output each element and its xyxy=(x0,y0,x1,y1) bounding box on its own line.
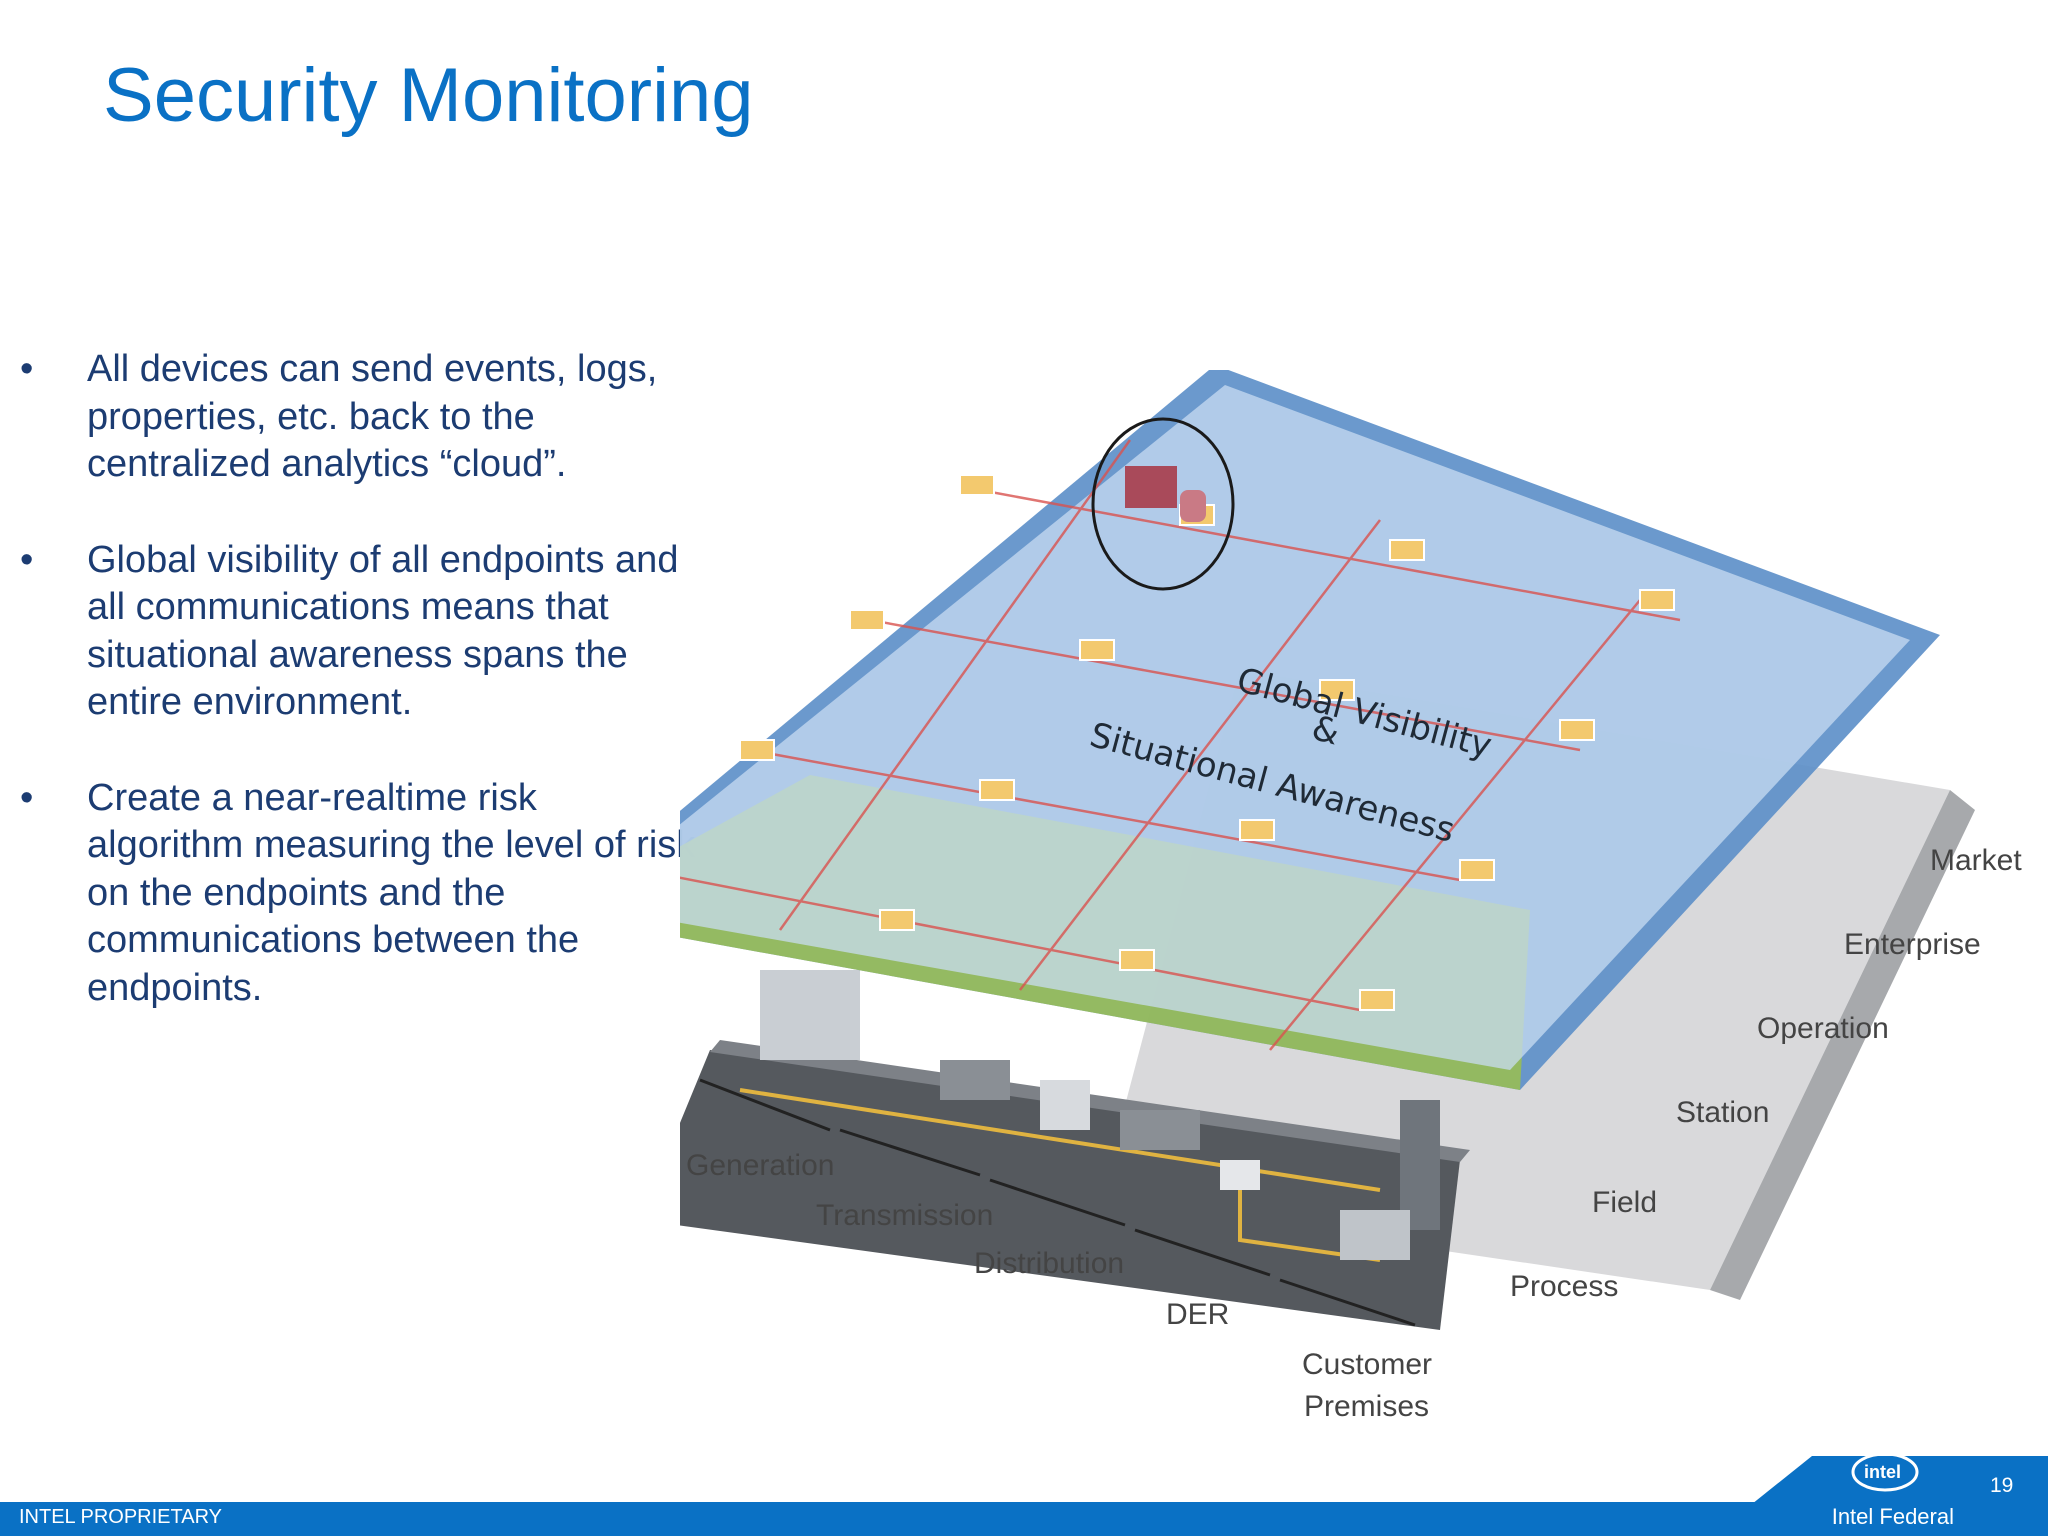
ground-wire xyxy=(1238,1170,1381,1262)
network-line xyxy=(979,488,1681,622)
bullet-text: All devices can send events, logs, prope… xyxy=(87,348,658,485)
diagram-svg: Global Visibility & Situational Awarenes… xyxy=(680,370,2022,1423)
zone-labels: Market Enterprise Operation Station Fiel… xyxy=(1510,844,2022,1303)
domain-generation: Generation xyxy=(686,1149,834,1182)
domain-customer: Customer xyxy=(1302,1348,1432,1381)
page-number: 19 xyxy=(1990,1474,2014,1497)
domain-transmission: Transmission xyxy=(816,1199,993,1232)
database-icon xyxy=(1180,490,1206,522)
footer-bar xyxy=(0,1502,2048,1536)
monitor-icon xyxy=(1125,466,1177,508)
customer-block xyxy=(1340,1210,1410,1260)
distribution-block xyxy=(1120,1110,1200,1150)
endpoint-node xyxy=(1359,989,1395,1011)
intel-logo-icon: intel xyxy=(1851,1452,1919,1492)
substation-block xyxy=(940,1060,1010,1100)
network-line xyxy=(680,876,1361,1012)
endpoint-node xyxy=(739,739,775,761)
endpoint-node xyxy=(1559,719,1595,741)
zone-field: Field xyxy=(1592,1186,1657,1219)
network-line xyxy=(869,618,1581,752)
endpoint-nodes xyxy=(739,474,1675,1011)
arrow-customer xyxy=(1279,1278,1416,1327)
slide-title: Security Monitoring xyxy=(103,53,754,138)
zone-enterprise: Enterprise xyxy=(1844,928,1981,961)
endpoint-node xyxy=(1319,679,1355,701)
bullet-item: • Create a near-realtime risk algorithm m… xyxy=(20,775,700,1013)
endpoint-node xyxy=(1079,639,1115,661)
equipment xyxy=(760,970,1440,1260)
footer-classification: INTEL PROPRIETARY xyxy=(19,1506,223,1528)
page-tab-shape xyxy=(1752,1456,2048,1504)
network-line xyxy=(1019,519,1381,991)
domain-labels: Generation Transmission Distribution DER… xyxy=(686,1149,1432,1423)
analytics-console-icon xyxy=(1091,417,1235,591)
customer-building xyxy=(1400,1100,1440,1230)
endpoint-node xyxy=(1389,539,1425,561)
domain-distribution: Distribution xyxy=(974,1247,1124,1280)
highlight-circle xyxy=(1091,417,1235,591)
endpoint-node xyxy=(849,609,885,631)
ground-wires xyxy=(739,1088,1381,1262)
zone-station: Station xyxy=(1676,1096,1769,1129)
footer-brand: Intel Federal xyxy=(1831,1504,1954,1529)
zone-market: Market xyxy=(1930,844,2022,877)
bullet-text: Create a near-realtime risk algorithm me… xyxy=(87,776,696,1009)
bullet-item: • All devices can send events, logs, prop… xyxy=(20,346,700,489)
bullet-item: • Global visibility of all endpoints and … xyxy=(20,537,700,727)
network-line xyxy=(778,439,1132,931)
logo-text: intel xyxy=(1864,1462,1901,1482)
zone-process: Process xyxy=(1510,1270,1618,1303)
endpoint-node xyxy=(1639,589,1675,611)
bullet-list: • All devices can send events, logs, prop… xyxy=(20,346,700,1060)
logo-swoosh xyxy=(1851,1452,1919,1492)
der-block xyxy=(1220,1160,1260,1190)
endpoint-node xyxy=(1459,859,1495,881)
endpoint-node xyxy=(979,779,1015,801)
endpoint-node xyxy=(1239,819,1275,841)
domain-arrows xyxy=(699,1078,1416,1327)
bullet-marker: • xyxy=(20,348,34,390)
arrow-der xyxy=(1134,1228,1271,1277)
arrow-transmission xyxy=(839,1128,981,1177)
endpoint-node xyxy=(1119,949,1155,971)
bullet-marker: • xyxy=(20,538,34,581)
visibility-layer-inner xyxy=(680,385,1910,1070)
transformer-block xyxy=(1040,1080,1090,1130)
bullet-marker: • xyxy=(20,776,34,819)
arrow-distribution xyxy=(989,1178,1126,1227)
arrow-generation xyxy=(699,1078,831,1132)
network-line xyxy=(1269,599,1641,1051)
ground-plane xyxy=(680,1050,1460,1330)
ground-wire xyxy=(739,1088,1381,1192)
domain-premises: Premises xyxy=(1304,1390,1429,1423)
smart-grid-diagram: Global Visibility & Situational Awarenes… xyxy=(680,370,2040,1430)
bullet-text: Global visibility of all endpoints and a… xyxy=(87,538,679,724)
page-number-tab xyxy=(1752,1456,2048,1504)
power-plant xyxy=(760,970,860,1060)
network-lines xyxy=(680,439,1681,1051)
zone-bands xyxy=(1710,790,1975,1300)
network-line xyxy=(749,748,1461,882)
endpoint-node xyxy=(959,474,995,496)
endpoint-node xyxy=(879,909,915,931)
zone-operation: Operation xyxy=(1757,1012,1889,1045)
domain-der: DER xyxy=(1166,1298,1229,1331)
